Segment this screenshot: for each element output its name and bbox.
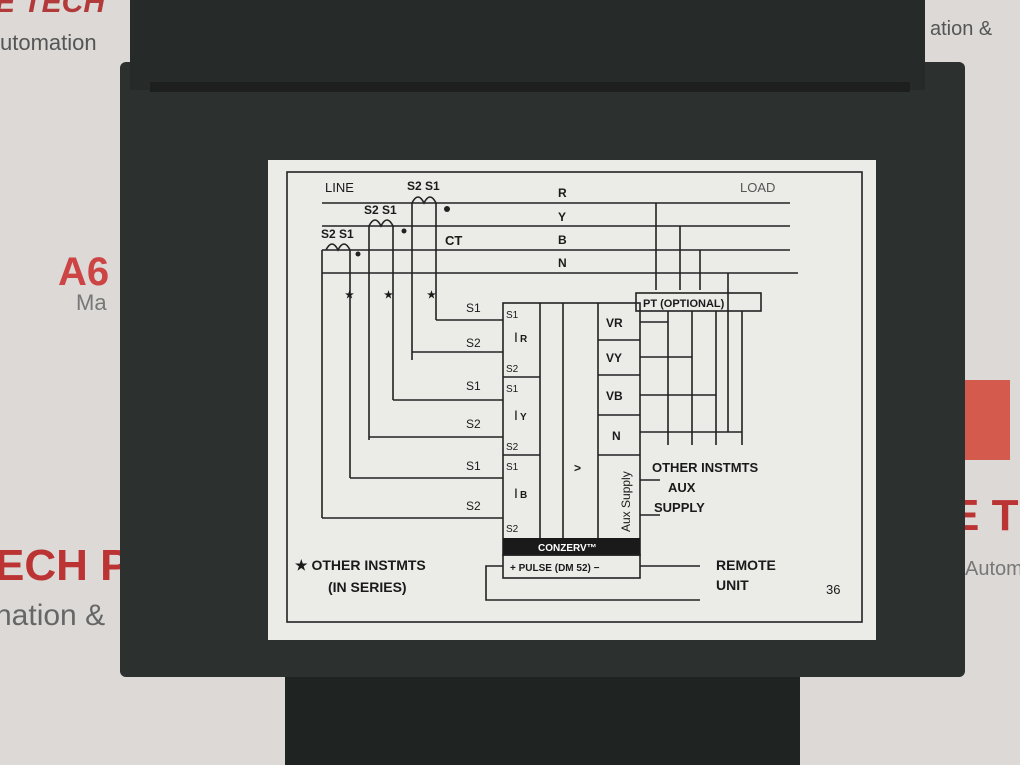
star-icon: ★ — [345, 290, 354, 301]
series-note: (IN SERIES) — [328, 579, 407, 595]
pt-label: PT (OPTIONAL) — [643, 298, 725, 310]
ct-terminal-label: S2 S1 — [407, 179, 440, 193]
voltage-b: VB — [606, 389, 623, 403]
other-instruments-label: OTHER INSTMTS — [652, 460, 758, 475]
terminal-label: S1 — [466, 379, 481, 393]
supply-label: SUPPLY — [654, 500, 705, 515]
phase-n: N — [558, 256, 567, 270]
label-border — [286, 171, 863, 623]
phase-r: R — [558, 186, 567, 200]
bezel-shadow — [150, 82, 910, 92]
banner-text: Autom — [965, 558, 1020, 580]
wiring-diagram: LINE LOAD S2 S1 S2 S1 S2 S1 CT R Y B N ★… — [295, 179, 840, 601]
brand-band — [503, 538, 640, 555]
banner-text: E TECH — [0, 0, 106, 19]
terminal-label: S1 — [466, 301, 481, 315]
phase-b: B — [558, 233, 567, 247]
box-terminal: S1 — [506, 462, 519, 473]
current-symbol: I — [514, 485, 518, 501]
banner-text: nation & — [0, 599, 105, 632]
banner-text: ation & — [930, 18, 993, 40]
banner-text: A6 — [58, 250, 109, 294]
line-label: LINE — [325, 180, 354, 195]
device-top-bezel — [130, 0, 925, 90]
box-terminal: S2 — [506, 524, 519, 535]
current-y: Y — [520, 412, 527, 423]
load-label: LOAD — [740, 180, 775, 195]
terminal-label: S2 — [466, 336, 481, 350]
banner-text: utomation — [0, 30, 97, 55]
star-icon: ★ — [427, 290, 436, 301]
current-symbol: I — [514, 329, 518, 345]
current-r: R — [520, 334, 528, 345]
device-base — [285, 660, 800, 765]
unit-label: UNIT — [716, 577, 749, 593]
box-terminal: S1 — [506, 384, 519, 395]
v-label: > — [574, 461, 581, 475]
current-symbol: I — [514, 407, 518, 423]
terminal-label: S2 — [466, 417, 481, 431]
terminal-label: S2 — [466, 499, 481, 513]
pt-box — [635, 292, 762, 312]
brand-logo: CONZERV™ — [538, 543, 597, 554]
current-b: B — [520, 490, 527, 501]
ct-label: CT — [445, 233, 462, 248]
ct-terminal-label: S2 S1 — [321, 227, 354, 241]
voltage-y: VY — [606, 351, 622, 365]
box-terminal: S1 — [506, 310, 519, 321]
neutral-terminal: N — [612, 429, 621, 443]
aux-label: AUX — [668, 480, 696, 495]
banner-text: ECH P — [0, 541, 129, 590]
aux-supply-label: Aux Supply — [619, 471, 633, 532]
series-note: ★ OTHER INSTMTS — [295, 557, 426, 573]
star-icon: ★ — [384, 290, 393, 301]
box-terminal: S2 — [506, 442, 519, 453]
pulse-label: + PULSE (DM 52) − — [510, 563, 600, 574]
ct-terminal-label: S2 S1 — [364, 203, 397, 217]
remote-label: REMOTE — [716, 557, 776, 573]
banner-text: Ma — [76, 290, 107, 315]
box-terminal: S2 — [506, 364, 519, 375]
voltage-r: VR — [606, 316, 623, 330]
terminal-label: S1 — [466, 459, 481, 473]
phase-y: Y — [558, 210, 566, 224]
diagram-number: 36 — [826, 582, 840, 597]
